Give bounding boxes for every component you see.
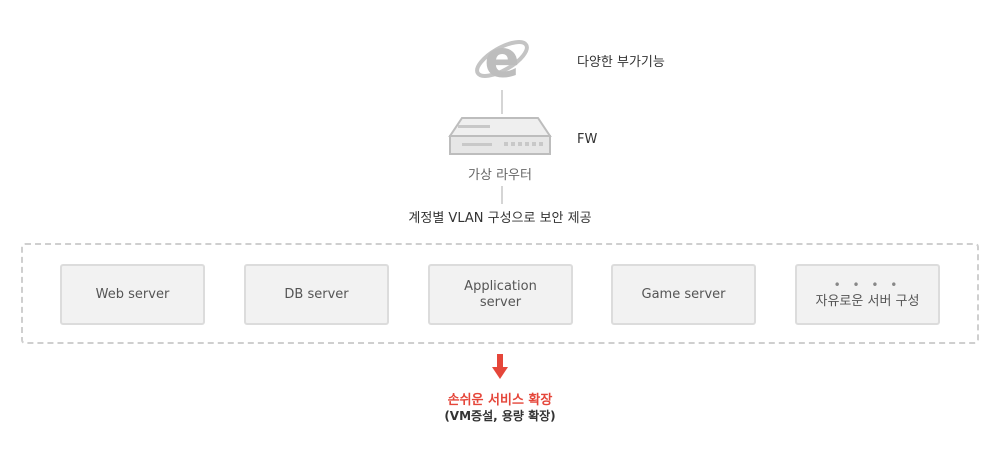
browser-feature-label: 다양한 부가기능 xyxy=(577,55,665,70)
server-box-db: DB server xyxy=(244,264,389,325)
vlan-security-label: 계정별 VLAN 구성으로 보안 제공 xyxy=(408,211,592,226)
router-device-icon xyxy=(448,117,552,155)
server-label: Game server xyxy=(641,286,726,302)
server-box-web: Web server xyxy=(60,264,205,325)
svg-text:e: e xyxy=(484,30,519,88)
service-expansion-subtitle: (VM증설, 용량 확장) xyxy=(444,409,556,423)
ellipsis-dots: • • • • xyxy=(833,277,902,292)
internet-explorer-icon: e xyxy=(475,30,529,88)
server-cluster-boundary xyxy=(21,243,979,344)
virtual-router-label: 가상 라우터 xyxy=(468,168,532,183)
server-label: Application server xyxy=(464,278,537,310)
service-expansion-title: 손쉬운 서비스 확장 xyxy=(447,393,553,408)
connector-line-top xyxy=(501,90,503,114)
server-box-application: Application server xyxy=(428,264,573,325)
connector-line-middle xyxy=(501,186,503,204)
server-box-game: Game server xyxy=(611,264,756,325)
server-box-custom: • • • • 자유로운 서버 구성 xyxy=(795,264,940,325)
firewall-label: FW xyxy=(577,132,598,147)
server-label: 자유로운 서버 구성 xyxy=(815,293,920,309)
arrow-down-icon xyxy=(492,354,508,379)
server-label: Web server xyxy=(95,286,170,302)
server-label: DB server xyxy=(284,286,349,302)
